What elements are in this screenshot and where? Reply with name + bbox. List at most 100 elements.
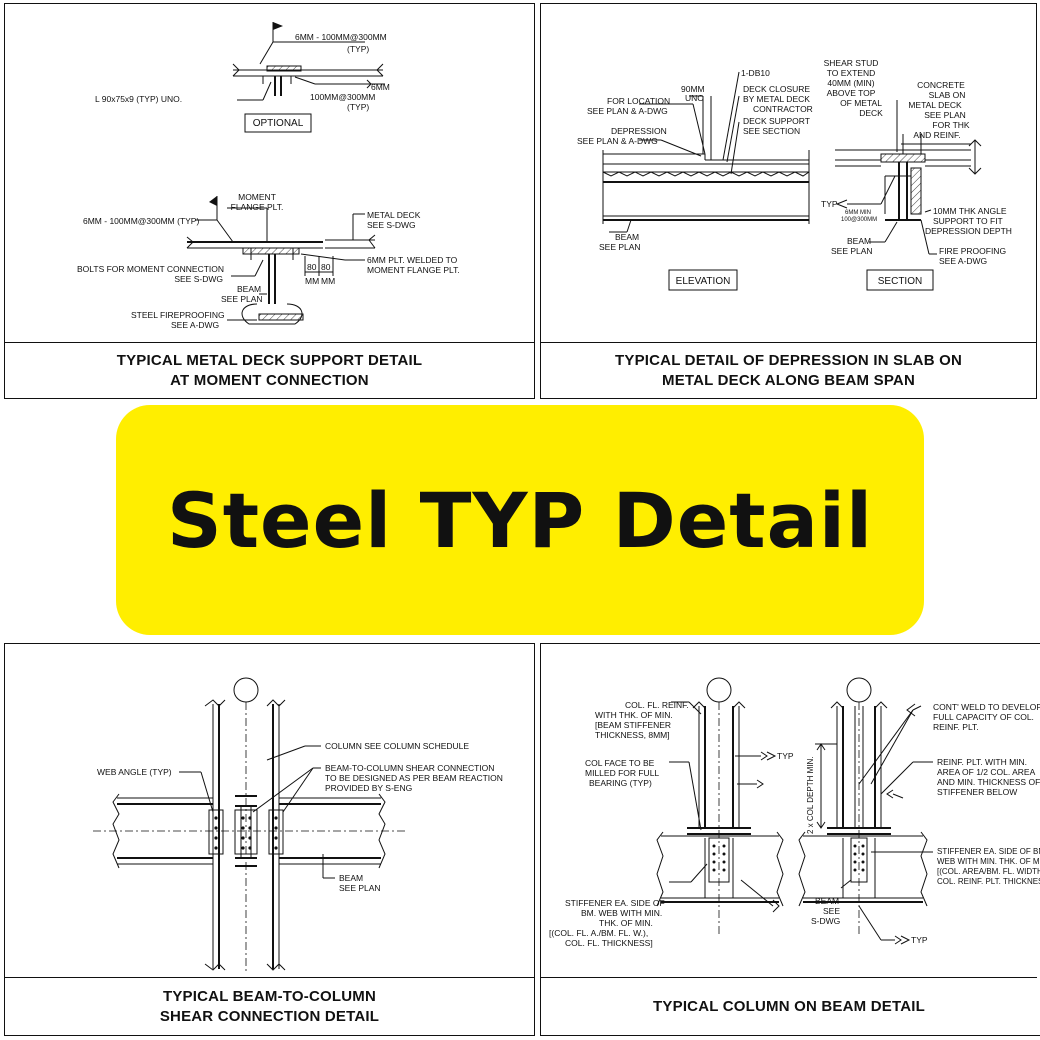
label-for-location: FOR LOCATION bbox=[607, 96, 670, 106]
label-reinf-plt: REINF. PLT. WITH MIN. bbox=[937, 757, 1027, 767]
panel-moment-connection: OPTIONAL 6MM - 100MM@300MM (TYP) L 90x75… bbox=[4, 3, 535, 399]
caption-shear-connection: TYPICAL BEAM-TO-COLUMN SHEAR CONNECTION D… bbox=[5, 977, 534, 1035]
label-beam: SEE PLAN bbox=[339, 883, 381, 893]
label-depth: 2 x COL DEPTH MIN. bbox=[806, 757, 815, 835]
caption-line: TYPICAL BEAM-TO-COLUMN bbox=[162, 987, 376, 1005]
label-bolts: SEE S-DWG bbox=[174, 274, 223, 284]
label-angle-support: DEPRESSION DEPTH bbox=[925, 226, 1012, 236]
label-stiffener-left: COL. FL. THICKNESS] bbox=[565, 938, 653, 948]
label-beam: SEE PLAN bbox=[221, 294, 263, 304]
label-cont-weld: REINF. PLT. bbox=[933, 722, 979, 732]
label-beam: S-DWG bbox=[811, 916, 840, 926]
label-weld-top: 6MM - 100MM@300MM bbox=[295, 32, 387, 42]
label-plt-welded: 6MM PLT. WELDED TO bbox=[367, 255, 458, 265]
label-concrete: SLAB ON bbox=[929, 90, 966, 100]
label-shear-stud: SHEAR STUD bbox=[824, 58, 879, 68]
label-dim: 80 bbox=[321, 262, 331, 272]
label-shear-stud: TO EXTEND bbox=[827, 68, 876, 78]
label-stiffener-left: STIFFENER EA. SIDE OF bbox=[565, 898, 665, 908]
label-weld: 100@300MM bbox=[841, 217, 877, 223]
label-stiffener-left: THK. OF MIN. bbox=[599, 918, 653, 928]
optional-detail: OPTIONAL 6MM - 100MM@300MM (TYP) L 90x75… bbox=[95, 22, 390, 133]
label-db10: 1-DB10 bbox=[741, 68, 770, 78]
label-deck-support: SEE SECTION bbox=[743, 126, 800, 136]
label-shear-stud: 40MM (MIN) bbox=[827, 78, 874, 88]
label-beam: BEAM bbox=[339, 873, 363, 883]
caption-moment-connection: TYPICAL METAL DECK SUPPORT DETAIL AT MOME… bbox=[5, 342, 534, 398]
label-concrete: SEE PLAN bbox=[924, 110, 966, 120]
label-dim: 80 bbox=[307, 262, 317, 272]
label-b2c: TO BE DESIGNED AS PER BEAM REACTION bbox=[325, 773, 503, 783]
label-moment-flange: FLANGE PLT. bbox=[231, 202, 284, 212]
caption-line: AT MOMENT CONNECTION bbox=[170, 371, 369, 389]
label-stiffener-right: STIFFENER EA. SIDE OF BM. bbox=[937, 847, 1040, 856]
label-col-face: COL FACE TO BE bbox=[585, 758, 655, 768]
label-concrete: FOR THK bbox=[932, 120, 969, 130]
banner-title: Steel TYP Detail bbox=[166, 475, 874, 565]
section-label: SECTION bbox=[878, 276, 922, 287]
shear-connection-drawing: COLUMN SEE COLUMN SCHEDULE WEB ANGLE (TY… bbox=[93, 677, 503, 974]
depression-drawing: ELEVATION 1-DB10 90MM UNO FOR LOCATION S… bbox=[577, 58, 1012, 291]
label-metal-deck: METAL DECK bbox=[367, 210, 421, 220]
label-col-fl-reinf: WITH THK. OF MIN. bbox=[595, 710, 673, 720]
label-col-fl-reinf: THICKNESS, 8MM] bbox=[595, 730, 670, 740]
label-typ: TYP bbox=[777, 751, 794, 761]
elevation-label: ELEVATION bbox=[676, 276, 731, 287]
label-b2c: BEAM-TO-COLUMN SHEAR CONNECTION bbox=[325, 763, 494, 773]
label-dim: MM bbox=[305, 276, 319, 286]
panel-depression-in-slab: ELEVATION 1-DB10 90MM UNO FOR LOCATION S… bbox=[540, 3, 1037, 399]
caption-line: TYPICAL METAL DECK SUPPORT DETAIL bbox=[116, 351, 423, 369]
label-angle: L 90x75x9 (TYP) UNO. bbox=[95, 94, 182, 104]
elevation-detail: ELEVATION 1-DB10 90MM UNO FOR LOCATION S… bbox=[577, 68, 813, 291]
label-for-location: SEE PLAN & A-DWG bbox=[587, 106, 668, 116]
label-beam: BEAM bbox=[847, 236, 871, 246]
label-beam: SEE PLAN bbox=[599, 242, 641, 252]
label-fireproofing: SEE A-DWG bbox=[939, 256, 987, 266]
label-6mm: 6MM bbox=[371, 82, 390, 92]
title-banner: Steel TYP Detail bbox=[116, 405, 924, 635]
label-depression: SEE PLAN & A-DWG bbox=[577, 136, 658, 146]
label-concrete: CONCRETE bbox=[917, 80, 965, 90]
label-col-face: BEARING (TYP) bbox=[589, 778, 652, 788]
label-web-angle: WEB ANGLE (TYP) bbox=[97, 767, 172, 777]
label-angle-support: SUPPORT TO FIT bbox=[933, 216, 1003, 226]
label-beam: SEE PLAN bbox=[831, 246, 873, 256]
label-shear-stud: ABOVE TOP bbox=[827, 88, 876, 98]
label-depression: DEPRESSION bbox=[611, 126, 667, 136]
label-b2c: PROVIDED BY S-ENG bbox=[325, 783, 412, 793]
label-moment-flange: MOMENT bbox=[238, 192, 276, 202]
column-on-beam-drawing: 2 x COL DEPTH MIN. COL. FL. REINF. WITH … bbox=[549, 677, 1040, 948]
label-metal-deck: SEE S-DWG bbox=[367, 220, 416, 230]
label-typ: TYP bbox=[911, 935, 928, 945]
label-beam: BEAM bbox=[815, 896, 839, 906]
label-beam: SEE bbox=[823, 906, 840, 916]
label-col-face: MILLED FOR FULL bbox=[585, 768, 659, 778]
label-fireproofing: SEE A-DWG bbox=[171, 320, 219, 330]
label-dim: MM bbox=[321, 276, 335, 286]
caption-line: TYPICAL COLUMN ON BEAM DETAIL bbox=[653, 997, 925, 1015]
label-concrete: METAL DECK bbox=[908, 100, 962, 110]
label-90mm: 90MM bbox=[681, 84, 705, 94]
label-column-schedule: COLUMN SEE COLUMN SCHEDULE bbox=[325, 741, 469, 751]
label-deck-closure: BY METAL DECK bbox=[743, 94, 810, 104]
label-stiffener-right: [(COL. AREA/BM. FL. WIDTH, bbox=[937, 867, 1040, 876]
label-reinf-plt: AND MIN. THICKNESS OF bbox=[937, 777, 1040, 787]
label-shear-stud: DECK bbox=[859, 108, 883, 118]
optional-label: OPTIONAL bbox=[253, 118, 304, 129]
label-deck-closure: CONTRACTOR bbox=[753, 104, 813, 114]
label-beam: BEAM bbox=[615, 232, 639, 242]
label-deck-support: DECK SUPPORT bbox=[743, 116, 810, 126]
panel-shear-connection: COLUMN SEE COLUMN SCHEDULE WEB ANGLE (TY… bbox=[4, 643, 535, 1036]
label-typ: TYP bbox=[821, 199, 838, 209]
label-stiffener-right: WEB WITH MIN. THK. OF MIN. bbox=[937, 857, 1040, 866]
caption-line: SHEAR CONNECTION DETAIL bbox=[159, 1007, 380, 1025]
moment-detail: MOMENT FLANGE PLT. 6MM - 100MM@300MM (TY… bbox=[77, 192, 460, 330]
label-stiffener-right: COL. REINF. PLT. THICKNESS] bbox=[937, 877, 1040, 886]
label-reinf-plt: AREA OF 1/2 COL. AREA bbox=[937, 767, 1036, 777]
label-weld-left: 6MM - 100MM@300MM (TYP) bbox=[83, 216, 199, 226]
label-cont-weld: FULL CAPACITY OF COL. bbox=[933, 712, 1034, 722]
label-fireproofing: STEEL FIREPROOFING bbox=[131, 310, 225, 320]
label-bolts: BOLTS FOR MOMENT CONNECTION bbox=[77, 264, 224, 274]
label-cont-weld: CONT' WELD TO DEVELOP bbox=[933, 702, 1040, 712]
